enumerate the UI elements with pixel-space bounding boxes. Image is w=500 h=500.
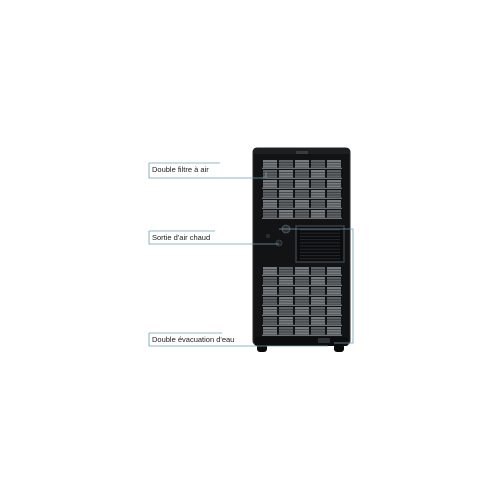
grille-cell	[279, 160, 293, 168]
grille-cell	[295, 277, 309, 285]
grille-cell	[295, 317, 309, 325]
grille-cell	[279, 200, 293, 208]
hot-air-outlet-slats	[300, 229, 340, 260]
grille-cell	[311, 180, 325, 188]
grille-cell	[327, 297, 341, 305]
grille-cell	[295, 327, 309, 335]
grille-cell	[263, 297, 277, 305]
grille-cell	[327, 210, 341, 218]
grille-cell	[311, 170, 325, 178]
grille-cell	[279, 277, 293, 285]
grille-cell	[327, 307, 341, 315]
grille-cell	[311, 327, 325, 335]
grille-cell	[279, 170, 293, 178]
grille-cell	[327, 190, 341, 198]
grille-cell	[295, 210, 309, 218]
callout-hot-air	[148, 231, 279, 245]
drain-port-lower	[275, 239, 283, 247]
grille-cell	[279, 307, 293, 315]
grille-cell	[279, 267, 293, 275]
grille-cell	[263, 287, 277, 295]
grille-cell	[295, 287, 309, 295]
grille-cell	[279, 317, 293, 325]
grille-cell	[279, 190, 293, 198]
grille-cell	[263, 277, 277, 285]
callout-lines	[148, 162, 354, 347]
grille-cell	[263, 160, 277, 168]
grille-cell	[311, 160, 325, 168]
grille-cell	[263, 200, 277, 208]
grille-cell	[311, 200, 325, 208]
grille-cell	[327, 277, 341, 285]
grille-cell	[279, 327, 293, 335]
grille-cell	[295, 307, 309, 315]
grille-cell	[263, 307, 277, 315]
grille-cell	[263, 180, 277, 188]
unit-base	[255, 337, 348, 346]
grille-cell	[279, 287, 293, 295]
grille-cell	[327, 267, 341, 275]
hot-air-outlet-frame	[295, 225, 345, 263]
grille-cell	[295, 297, 309, 305]
air-conditioner-unit	[252, 147, 351, 352]
grille-cell	[295, 200, 309, 208]
upper-filter-grille	[262, 160, 342, 219]
grille-cell	[279, 210, 293, 218]
lower-filter-grille	[262, 267, 342, 336]
bottom-drain-outlet	[318, 338, 330, 343]
grille-cell	[327, 287, 341, 295]
callout-air-filter	[148, 163, 267, 179]
grille-cell	[263, 327, 277, 335]
grille-cell	[295, 160, 309, 168]
grille-cell	[327, 317, 341, 325]
wheel-left	[257, 344, 267, 352]
grille-cell	[311, 297, 325, 305]
grille-cell	[295, 180, 309, 188]
grille-cell	[279, 180, 293, 188]
grille-cell	[311, 287, 325, 295]
label-hot-air-outlet: Sortie d'air chaud	[152, 233, 211, 242]
grille-cell	[327, 180, 341, 188]
top-handle	[296, 151, 308, 154]
grille-cell	[263, 170, 277, 178]
label-water-drain: Double évacuation d'eau	[152, 335, 235, 344]
grille-cell	[311, 307, 325, 315]
grille-cell	[279, 297, 293, 305]
grille-cell	[263, 267, 277, 275]
callout-water-drain	[148, 333, 328, 347]
wheel-right	[334, 344, 344, 352]
side-port	[266, 234, 270, 238]
grille-cell	[263, 317, 277, 325]
grille-cell	[295, 170, 309, 178]
callout-hot-air-right	[279, 228, 354, 344]
grille-cell	[295, 267, 309, 275]
grille-cell	[263, 190, 277, 198]
grille-cell	[311, 210, 325, 218]
grille-cell	[327, 327, 341, 335]
grille-cell	[311, 317, 325, 325]
grille-cell	[311, 190, 325, 198]
grille-cell	[327, 160, 341, 168]
grille-cell	[327, 170, 341, 178]
label-air-filter: Double filtre à air	[152, 165, 209, 174]
grille-cell	[295, 190, 309, 198]
grille-cell	[263, 210, 277, 218]
grille-cell	[311, 267, 325, 275]
grille-cell	[311, 277, 325, 285]
grille-cell	[327, 200, 341, 208]
